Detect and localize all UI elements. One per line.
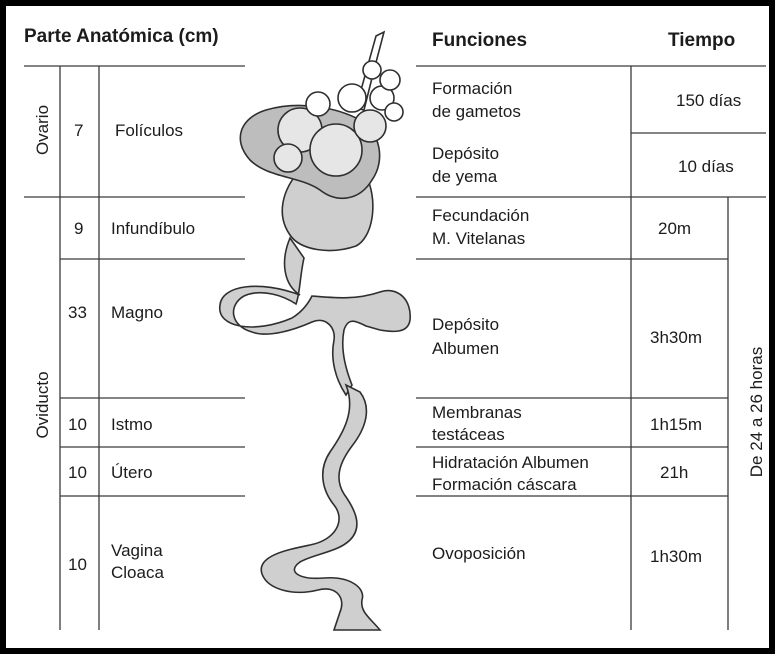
- group-oviduct: Oviducto: [33, 350, 53, 460]
- time-yolk: 10 días: [678, 156, 734, 178]
- function-oviposition: Ovoposición: [432, 543, 526, 565]
- cm-magnum: 33: [68, 302, 87, 324]
- function-shell-2: Formación cáscara: [432, 474, 577, 496]
- function-gametes-2: de gametos: [432, 101, 521, 123]
- function-gametes-1: Formación: [432, 78, 512, 100]
- function-fertilization-2: M. Vitelanas: [432, 228, 525, 250]
- function-yolk-1: Depósito: [432, 143, 499, 165]
- time-albumen: 3h30m: [650, 327, 702, 349]
- cm-vagina: 10: [68, 554, 87, 576]
- cm-uterus: 10: [68, 462, 87, 484]
- header-anatomy: Parte Anatómica (cm): [24, 26, 219, 48]
- group-ovary: Ovario: [33, 85, 53, 175]
- function-albumen-2: Albumen: [432, 338, 499, 360]
- header-time: Tiempo: [668, 30, 735, 52]
- part-infundibulum: Infundíbulo: [111, 218, 195, 240]
- part-vagina: Vagina: [111, 540, 163, 562]
- function-yolk-2: de yema: [432, 166, 497, 188]
- cm-infundibulum: 9: [74, 218, 83, 240]
- oviduct-illustration: [220, 32, 410, 630]
- time-gametes: 150 días: [676, 90, 741, 112]
- function-albumen-1: Depósito: [432, 314, 499, 336]
- time-shell: 21h: [660, 462, 688, 484]
- part-cloaca: Cloaca: [111, 562, 164, 584]
- total-time-label: De 24 a 26 horas: [747, 332, 767, 492]
- part-uterus: Útero: [111, 462, 153, 484]
- function-fertilization-1: Fecundación: [432, 205, 529, 227]
- function-membranes-1: Membranas: [432, 402, 522, 424]
- time-oviposition: 1h30m: [650, 546, 702, 568]
- part-isthmus: Istmo: [111, 414, 153, 436]
- part-magnum: Magno: [111, 302, 163, 324]
- time-membranes: 1h15m: [650, 414, 702, 436]
- part-folicles: Folículos: [115, 120, 183, 142]
- cm-isthmus: 10: [68, 414, 87, 436]
- header-functions: Funciones: [432, 30, 527, 52]
- function-shell-1: Hidratación Albumen: [432, 452, 589, 474]
- cm-folicles: 7: [74, 120, 83, 142]
- function-membranes-2: testáceas: [432, 424, 505, 446]
- time-fertilization: 20m: [658, 218, 691, 240]
